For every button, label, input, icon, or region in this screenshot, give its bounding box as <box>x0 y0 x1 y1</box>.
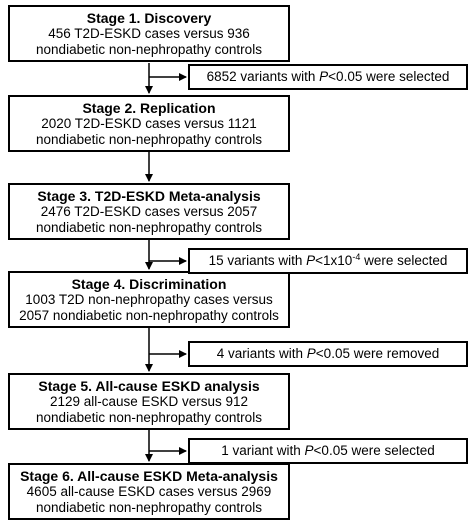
note-1-pre: 6852 variants with <box>206 69 320 84</box>
note-1-p: P <box>319 69 329 84</box>
stage-6-box: Stage 6. All-cause ESKD Meta-analysis 46… <box>8 463 290 520</box>
stage-5-line1: 2129 all-cause ESKD versus 912 <box>49 394 249 409</box>
note-2-box: 15 variants with P<1x10-4 were selected <box>188 248 468 274</box>
stage-1-title: Stage 1. Discovery <box>86 10 212 26</box>
note-2-sup: -4 <box>352 252 361 262</box>
note-2-post: were selected <box>360 253 448 268</box>
note-4-p: P <box>304 443 314 458</box>
stage-2-line1: 2020 T2D-ESKD cases versus 1121 <box>41 116 257 131</box>
note-1-box: 6852 variants with P<0.05 were selected <box>188 64 468 90</box>
note-4-post: were selected <box>347 443 435 458</box>
stage-5-title: Stage 5. All-cause ESKD analysis <box>38 378 260 394</box>
stage-2-line2: nondiabetic non-nephropathy controls <box>36 132 262 147</box>
stage-4-line2: 2057 nondiabetic non-nephropathy control… <box>19 308 279 323</box>
note-1-op: <0.05 <box>328 69 363 84</box>
stage-1-box: Stage 1. Discovery 456 T2D-ESKD cases ve… <box>8 5 290 62</box>
stage-1-line1: 456 T2D-ESKD cases versus 936 <box>48 26 250 41</box>
note-3-box: 4 variants with P<0.05 were removed <box>188 341 468 367</box>
stage-4-line1: 1003 T2D non-nephropathy cases versus <box>25 292 273 307</box>
stage-3-line2: nondiabetic non-nephropathy controls <box>36 220 262 235</box>
stage-1-line2: nondiabetic non-nephropathy controls <box>36 42 262 57</box>
stage-3-title: Stage 3. T2D-ESKD Meta-analysis <box>37 188 261 204</box>
stage-4-box: Stage 4. Discrimination 1003 T2D non-nep… <box>8 271 290 328</box>
stage-5-line2: nondiabetic non-nephropathy controls <box>36 410 262 425</box>
stage-6-line2: nondiabetic non-nephropathy controls <box>36 500 262 515</box>
note-3-pre: 4 variants with <box>216 346 307 361</box>
note-4-box: 1 variant with P<0.05 were selected <box>188 438 468 464</box>
note-2-p: P <box>306 253 316 268</box>
stage-3-box: Stage 3. T2D-ESKD Meta-analysis 2476 T2D… <box>8 183 290 240</box>
note-4-pre: 1 variant with <box>221 443 305 458</box>
stage-2-title: Stage 2. Replication <box>82 100 216 116</box>
stage-5-box: Stage 5. All-cause ESKD analysis 2129 al… <box>8 373 290 430</box>
note-2-op: <1x10 <box>315 253 353 268</box>
note-3-op: <0.05 <box>315 346 350 361</box>
note-1-post: were selected <box>362 69 450 84</box>
note-2-pre: 15 variants with <box>208 253 307 268</box>
note-4-op: <0.05 <box>313 443 348 458</box>
stage-3-line1: 2476 T2D-ESKD cases versus 2057 <box>40 204 258 219</box>
stage-6-line1: 4605 all-cause ESKD cases versus 2969 <box>26 484 272 499</box>
note-3-post: were removed <box>349 346 440 361</box>
stage-2-box: Stage 2. Replication 2020 T2D-ESKD cases… <box>8 95 290 152</box>
stage-6-title: Stage 6. All-cause ESKD Meta-analysis <box>20 468 278 484</box>
note-3-p: P <box>306 346 316 361</box>
stage-4-title: Stage 4. Discrimination <box>71 276 227 292</box>
